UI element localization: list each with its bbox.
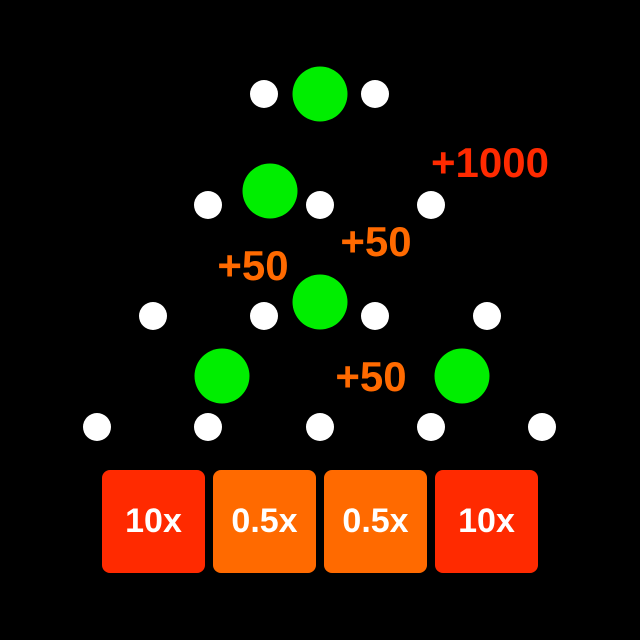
ball: [434, 348, 490, 404]
multiplier-bucket-0.5x: 0.5x: [324, 470, 427, 573]
multiplier-bucket-0.5x: 0.5x: [213, 470, 316, 573]
peg: [528, 413, 556, 441]
peg: [306, 413, 334, 441]
peg: [194, 191, 222, 219]
ball: [292, 274, 348, 330]
multiplier-bucket-10x: 10x: [102, 470, 205, 573]
peg: [83, 413, 111, 441]
peg: [250, 302, 278, 330]
multiplier-bucket-10x: 10x: [435, 470, 538, 573]
peg: [139, 302, 167, 330]
peg: [250, 80, 278, 108]
score-popup: +50: [217, 242, 289, 289]
score-popup: +50: [340, 218, 412, 265]
peg: [473, 302, 501, 330]
peg: [306, 191, 334, 219]
ball: [242, 163, 298, 219]
ball: [194, 348, 250, 404]
peg: [417, 191, 445, 219]
peg: [361, 80, 389, 108]
peg: [417, 413, 445, 441]
score-popup: +50: [335, 353, 407, 400]
peg: [361, 302, 389, 330]
ball: [292, 66, 348, 122]
peg: [194, 413, 222, 441]
score-popup: +1000: [431, 139, 549, 186]
